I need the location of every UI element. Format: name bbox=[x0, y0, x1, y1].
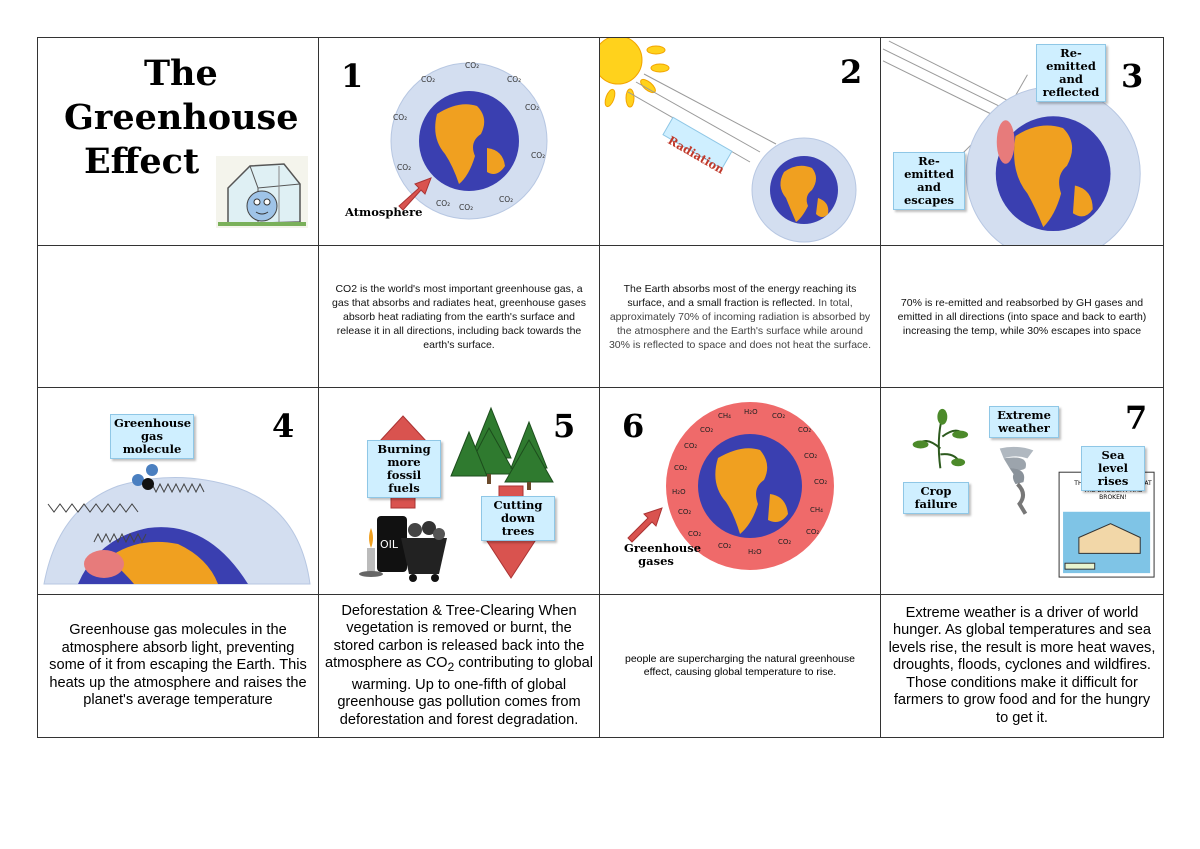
description-7-cell: Extreme weather is a driver of world hun… bbox=[880, 594, 1164, 738]
description-4: Greenhouse gas molecules in the atmosphe… bbox=[49, 622, 307, 709]
svg-text:CO₂: CO₂ bbox=[798, 426, 811, 434]
svg-text:CO₂: CO₂ bbox=[814, 478, 827, 486]
molecule-label: Greenhouse gas molecule bbox=[110, 414, 194, 459]
fossil-fuels-trees-diagram bbox=[359, 406, 554, 582]
description-5-subscript: 2 bbox=[447, 660, 455, 675]
description-5-part-1: Deforestation & Tree-Clearing When veget… bbox=[325, 602, 585, 672]
description-2: The Earth absorbs most of the energy rea… bbox=[601, 282, 880, 352]
panel-number: 4 bbox=[272, 407, 295, 445]
panel-3-reemitted: 3 Re-emitted and reflected Re-emitted an… bbox=[880, 37, 1164, 246]
svg-text:CO₂: CO₂ bbox=[674, 464, 687, 472]
svg-text:CO₂: CO₂ bbox=[678, 508, 691, 516]
sun-radiation-diagram bbox=[600, 38, 857, 243]
title-line-3: Effect bbox=[84, 141, 200, 182]
molecule-absorption-diagram bbox=[43, 464, 311, 585]
description-5: Deforestation & Tree-Clearing When veget… bbox=[320, 602, 599, 729]
svg-text:H₂O: H₂O bbox=[672, 488, 686, 496]
title-line-1: The bbox=[144, 53, 218, 94]
svg-text:CO₂: CO₂ bbox=[804, 452, 817, 460]
description-1: CO2 is the world's most important greenh… bbox=[332, 282, 586, 351]
svg-text:CO₂: CO₂ bbox=[393, 113, 407, 122]
description-2-cell: The Earth absorbs most of the energy rea… bbox=[599, 245, 881, 388]
svg-text:CO₂: CO₂ bbox=[778, 538, 791, 546]
svg-text:CH₄: CH₄ bbox=[810, 506, 823, 514]
description-1-cell: CO2 is the world's most important greenh… bbox=[318, 245, 600, 388]
cutting-trees-label: Cutting down trees bbox=[481, 496, 555, 541]
description-5-part-2: contributing to global warming. Up to on… bbox=[337, 655, 593, 728]
svg-text:CO₂: CO₂ bbox=[499, 195, 513, 204]
svg-text:CO₂: CO₂ bbox=[459, 203, 473, 212]
earth-atmosphere-diagram: CO₂ CO₂ CO₂ CO₂ CO₂ CO₂ CO₂ CO₂ CO₂ CO₂ bbox=[390, 61, 548, 220]
svg-text:CO₂: CO₂ bbox=[397, 163, 411, 172]
panel-1-atmosphere: 1 CO₂ CO₂ CO₂ CO₂ CO₂ CO₂ CO₂ CO₂ CO₂ CO₂ Atmo… bbox=[318, 37, 600, 246]
crop-failure-label: Crop failure bbox=[903, 482, 969, 514]
oil-barrel-text: OIL bbox=[380, 538, 399, 551]
panel-4-molecule: 4 Greenhouse gas molecule bbox=[37, 387, 319, 595]
panel-number: 6 bbox=[622, 407, 645, 445]
svg-text:CO₂: CO₂ bbox=[806, 528, 819, 536]
atmosphere-label: Atmosphere bbox=[345, 205, 423, 219]
title-line-2: Greenhouse bbox=[64, 97, 299, 138]
svg-text:CO₂: CO₂ bbox=[772, 412, 785, 420]
svg-text:H₂O: H₂O bbox=[744, 408, 758, 416]
greenhouse-gases-label: Greenhouse gases bbox=[624, 541, 702, 568]
panel-number: 7 bbox=[1125, 399, 1148, 437]
reemitted-reflected-label: Re-emitted and reflected bbox=[1036, 44, 1106, 102]
description-3: 70% is re-emitted and reabsorbed by GH g… bbox=[897, 296, 1147, 337]
svg-text:CO₂: CO₂ bbox=[718, 542, 731, 550]
svg-text:CO₂: CO₂ bbox=[688, 530, 701, 538]
panel-number: 2 bbox=[840, 53, 863, 91]
panel-number: 3 bbox=[1121, 57, 1144, 95]
svg-text:CO₂: CO₂ bbox=[684, 442, 697, 450]
description-6: people are supercharging the natural gre… bbox=[624, 653, 855, 678]
panel-number: 1 bbox=[341, 57, 364, 95]
description-3-cell: 70% is re-emitted and reabsorbed by GH g… bbox=[880, 245, 1164, 388]
description-7: Extreme weather is a driver of world hun… bbox=[888, 604, 1156, 726]
panel-2-radiation: 2 Radiation bbox=[599, 37, 881, 246]
svg-text:CO₂: CO₂ bbox=[436, 199, 450, 208]
title-cell: The Greenhouse Effect bbox=[37, 37, 319, 246]
svg-text:H₂O: H₂O bbox=[748, 548, 762, 556]
svg-text:CH₄: CH₄ bbox=[718, 412, 731, 420]
sea-level-label: Sea level rises bbox=[1081, 446, 1145, 491]
svg-text:CO₂: CO₂ bbox=[507, 75, 521, 84]
fossil-fuels-label: Burning more fossil fuels bbox=[367, 440, 441, 498]
extreme-weather-label: Extreme weather bbox=[989, 406, 1059, 438]
empty-cell bbox=[37, 245, 319, 388]
description-2-detail: In total, approximately 70% of incoming … bbox=[608, 296, 872, 351]
reemitted-escapes-label: Re-emitted and escapes bbox=[893, 152, 965, 210]
svg-text:CO₂: CO₂ bbox=[531, 151, 545, 160]
description-5-cell: Deforestation & Tree-Clearing When veget… bbox=[318, 594, 600, 738]
reemission-diagram bbox=[882, 40, 1141, 245]
description-4-cell: Greenhouse gas molecules in the atmosphe… bbox=[37, 594, 319, 738]
panel-5-fossil-fuels: 5 OIL Burning more fossil fuels Cutting … bbox=[318, 387, 600, 595]
description-6-cell: people are supercharging the natural gre… bbox=[599, 594, 881, 738]
page-title: The Greenhouse Effect bbox=[64, 52, 299, 184]
svg-text:CO₂: CO₂ bbox=[465, 61, 479, 70]
description-2-main: The Earth absorbs most of the energy rea… bbox=[623, 282, 857, 309]
greenhouse-cartoon-image bbox=[216, 156, 308, 228]
panel-number: 5 bbox=[553, 407, 576, 445]
svg-text:CO₂: CO₂ bbox=[700, 426, 713, 434]
svg-text:CO₂: CO₂ bbox=[421, 75, 435, 84]
panel-7-consequences: 7 THE GOOD NEWS IS THAT THE DROUGHT HAS … bbox=[880, 387, 1164, 595]
svg-text:CO₂: CO₂ bbox=[525, 103, 539, 112]
